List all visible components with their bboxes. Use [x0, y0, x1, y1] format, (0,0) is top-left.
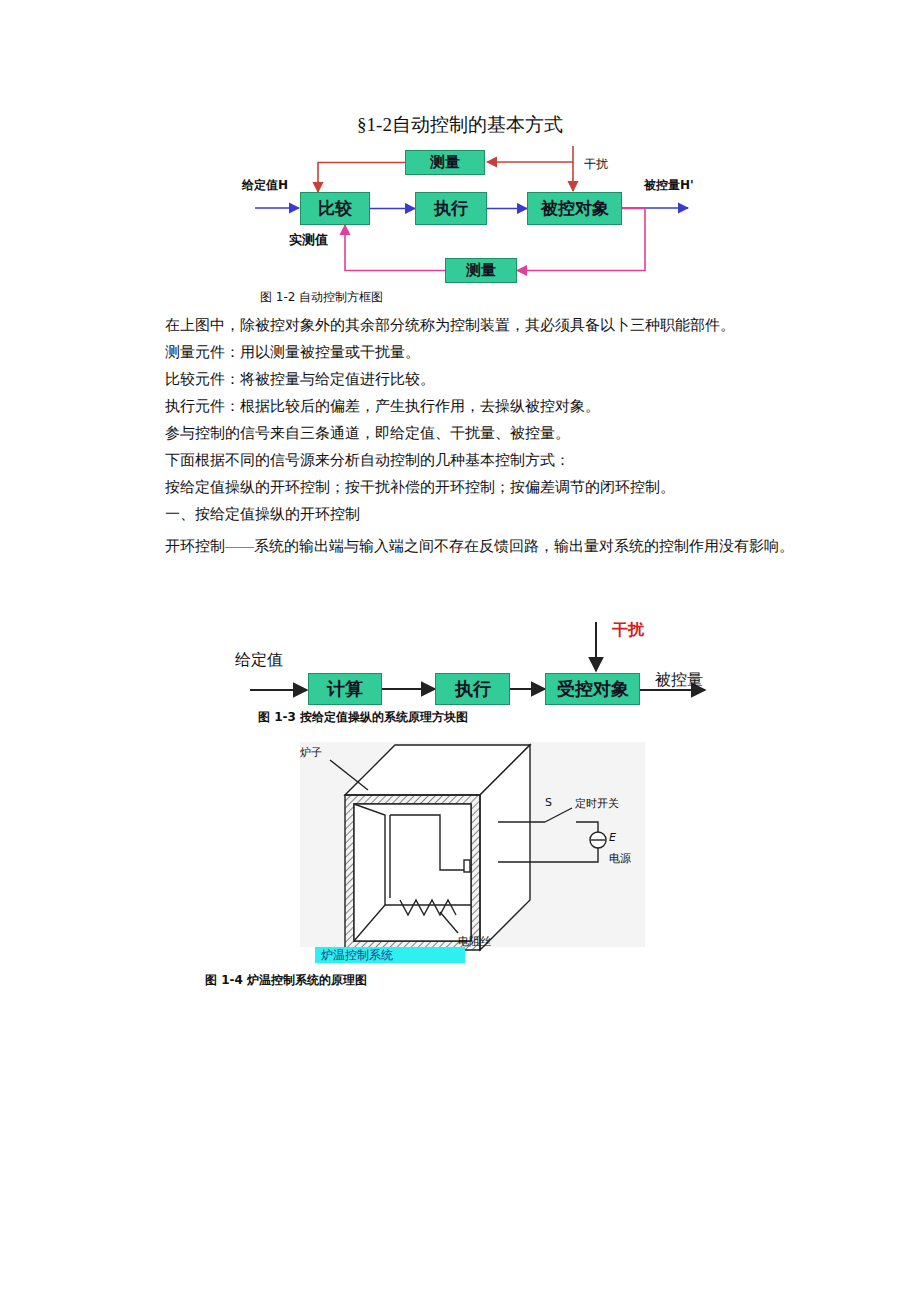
drawing-stroke: [385, 904, 471, 905]
drawing-stroke: [354, 804, 385, 941]
body-text: 下面根据不同的信号源来分析自动控制的几种基本控制方式：: [165, 452, 570, 469]
diagram-label: 炉子: [300, 746, 322, 759]
drawing-stroke: [576, 822, 598, 832]
figure-caption: 图 1-3 按给定值操纵的系统原理方块图: [258, 710, 468, 724]
drawing-stroke: [330, 760, 368, 790]
process-box: 测量: [445, 258, 517, 283]
diagram-label: 炉温控制系统: [315, 947, 465, 963]
diagram-label: 给定值H: [242, 178, 288, 192]
drawing-stroke: [354, 804, 471, 941]
drawing-stroke: [591, 839, 605, 840]
drawing-stroke: [440, 912, 458, 933]
body-text: 按给定值操纵的开环控制；按干扰补偿的开环控制；按偏差调节的闭环控制。: [165, 479, 675, 496]
body-text: 测量元件：用以测量被控量或干扰量。: [165, 344, 420, 361]
body-text: 开环控制——系统的输出端与输入端之间不存在反馈回路，输出量对系统的控制作用没有影…: [140, 533, 805, 560]
body-text: 比较元件：将被控量与给定值进行比较。: [165, 371, 435, 388]
diagram-label: 电源: [609, 852, 631, 865]
box-label: 比较: [314, 197, 356, 220]
drawing-stroke: [464, 860, 470, 872]
box-label: 计算: [323, 677, 367, 701]
drawing-stroke: [595, 622, 597, 671]
box-label: 测量: [462, 261, 500, 280]
diagram-label: 被控量: [655, 670, 703, 689]
connector-arrow: [382, 688, 435, 690]
process-box: 比较: [300, 192, 370, 225]
drawing-stroke: [498, 848, 598, 862]
drawing-stroke: [640, 689, 705, 691]
body-text: 执行元件：根据比较后的偏差，产生执行作用，去操纵被控对象。: [165, 398, 600, 415]
figure-caption: 图 1-2 自动控制方框图: [260, 290, 383, 304]
diagram-label: 定时开关: [575, 797, 619, 810]
drawing-stroke: [250, 689, 307, 691]
box-label: 被控对象: [537, 197, 613, 220]
process-box: 受控对象: [545, 673, 640, 705]
box-label: 受控对象: [553, 677, 633, 701]
diagram-label: 给定值: [235, 650, 283, 669]
body-text: 在上图中，除被控对象外的其余部分统称为控制装置，其必须具备以卜三种职能部件。: [165, 317, 735, 334]
process-box: 计算: [308, 673, 382, 705]
furnace: [300, 742, 645, 950]
connector-arrow: [487, 208, 527, 210]
drawing-stroke: [572, 146, 574, 191]
diagram-label: 干扰: [612, 620, 644, 639]
diagram-label: S: [545, 796, 552, 809]
drawing-stroke: [390, 815, 466, 870]
process-box: 执行: [415, 192, 487, 225]
drawing-stroke: [345, 795, 480, 950]
process-box: 被控对象: [527, 192, 622, 225]
process-box: 测量: [405, 150, 485, 175]
drawing-stroke: [590, 832, 606, 848]
body-text: 一、按给定值操纵的开环控制: [165, 506, 360, 523]
drawing-stroke: [480, 745, 530, 950]
drawing-stroke: [400, 900, 456, 915]
diagram-label: 干扰: [584, 157, 608, 171]
diagram-label: 被控量H': [644, 178, 694, 192]
body-text: 参与控制的信号来自三条通道，即给定值、干扰量、被控量。: [165, 425, 570, 442]
box-label: 测量: [426, 153, 464, 172]
box-label: 执行: [451, 677, 495, 701]
drawing-stroke: [389, 815, 390, 898]
process-box: 执行: [435, 673, 510, 705]
box-label: 执行: [430, 197, 472, 220]
drawing-stroke: [255, 207, 299, 209]
page-title: §1-2自动控制的基本方式: [0, 114, 920, 137]
figure-caption: 图 1-4 炉温控制系统的原理图: [205, 973, 367, 987]
connector-arrow: [318, 163, 405, 193]
drawing-stroke: [545, 808, 572, 822]
drawing-stroke: [487, 161, 573, 163]
connector-arrow: [510, 688, 545, 690]
connector-arrow: [370, 208, 415, 210]
diagram-label: E: [609, 831, 616, 844]
drawing-stroke: [498, 821, 545, 822]
diagram-label: 实测值: [289, 232, 328, 248]
connector-arrow: [345, 225, 445, 271]
